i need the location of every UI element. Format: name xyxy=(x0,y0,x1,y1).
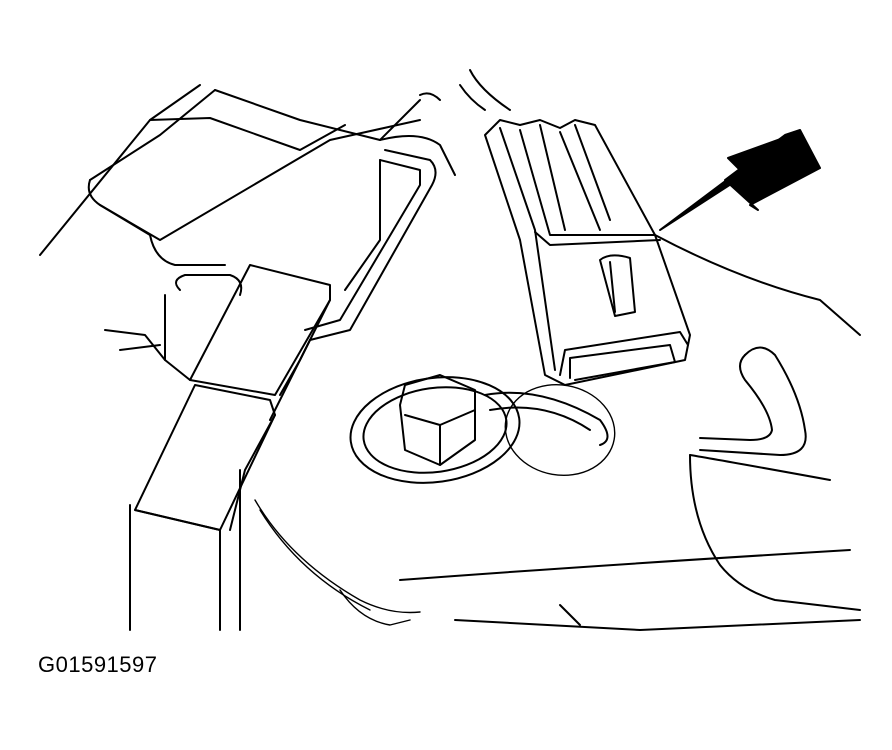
bolt xyxy=(349,374,616,484)
slotted-channel xyxy=(104,149,437,421)
wire-harness xyxy=(254,499,421,626)
pointer-arrow-icon xyxy=(659,129,821,231)
upper-clip-block xyxy=(189,264,331,396)
base-plate xyxy=(399,69,861,631)
connector-diagram xyxy=(39,69,861,631)
hook-bracket xyxy=(699,346,807,456)
figure-id-label: G01591597 xyxy=(38,652,158,677)
upper-left-bracket xyxy=(39,84,456,266)
electrical-connector xyxy=(484,119,691,386)
lower-clip-block xyxy=(129,384,276,631)
